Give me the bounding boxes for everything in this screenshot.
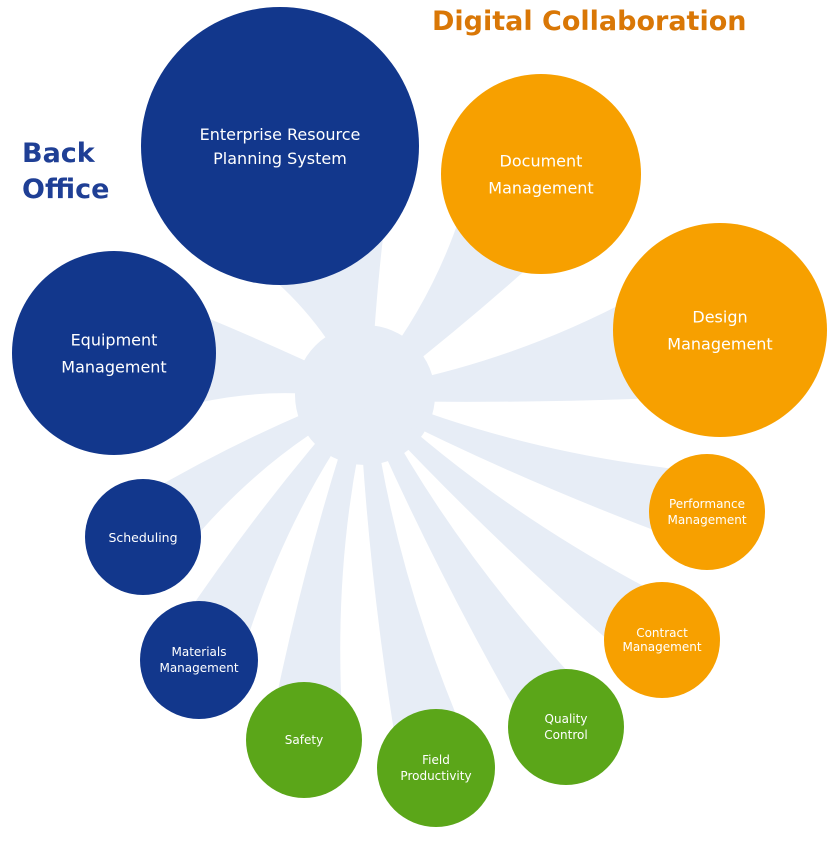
node-label-line: Contract xyxy=(636,626,688,640)
ribbon-design-management xyxy=(363,278,689,402)
node-circle-enterprise-resource-planning-system xyxy=(141,7,419,285)
node-label-line: Equipment xyxy=(71,330,158,349)
node-label-line: Performance xyxy=(669,497,745,511)
node-label-line: Management xyxy=(159,661,238,675)
node-label-line: Management xyxy=(61,357,166,376)
node-label-line: Quality xyxy=(545,712,588,726)
node-label-line: Management xyxy=(488,178,593,197)
node-label-line: Planning System xyxy=(213,149,347,168)
ribbon-field-productivity xyxy=(359,393,466,752)
node-circle-scheduling xyxy=(85,479,201,595)
node-label-line: Field xyxy=(422,753,450,767)
node-label-safety: Safety xyxy=(285,733,323,747)
node-label-line: Management xyxy=(667,513,746,527)
node-label-line: Materials xyxy=(171,645,226,659)
node-scheduling: Scheduling xyxy=(85,479,201,595)
node-safety: Safety xyxy=(246,682,362,798)
node-circle-performance-management xyxy=(649,454,765,570)
node-label-line: Control xyxy=(544,728,587,742)
node-label-line: Design xyxy=(692,307,747,326)
ribbon-safety xyxy=(273,393,371,724)
node-label-line: Scheduling xyxy=(108,530,177,545)
node-label-line: Productivity xyxy=(400,769,471,783)
node-circle-document-management xyxy=(441,74,641,274)
node-circle-field-productivity xyxy=(377,709,495,827)
ribbon-quality-control xyxy=(359,391,584,726)
node-label-line: Management xyxy=(667,334,772,353)
node-circle-quality-control xyxy=(508,669,624,785)
ribbon-performance-management xyxy=(363,389,697,538)
node-circle-materials-management xyxy=(140,601,258,719)
node-label-line: Management xyxy=(622,640,701,654)
ribbon-scheduling xyxy=(143,389,369,554)
digital-collaboration-heading: Digital Collaboration xyxy=(432,6,747,37)
node-circle-design-management xyxy=(613,223,827,437)
node-label-line: Document xyxy=(500,151,583,170)
node-label-line: Enterprise Resource xyxy=(200,125,361,144)
node-circle-contract-management xyxy=(604,582,720,698)
node-circle-equipment-management xyxy=(12,251,216,455)
ribbon-contract-management xyxy=(361,390,667,653)
node-label-line: Safety xyxy=(285,733,323,747)
node-circle-safety xyxy=(246,682,362,798)
node-label-scheduling: Scheduling xyxy=(108,530,177,545)
back-office-heading: Back Office xyxy=(22,138,110,205)
ribbon-materials-management xyxy=(181,391,371,659)
